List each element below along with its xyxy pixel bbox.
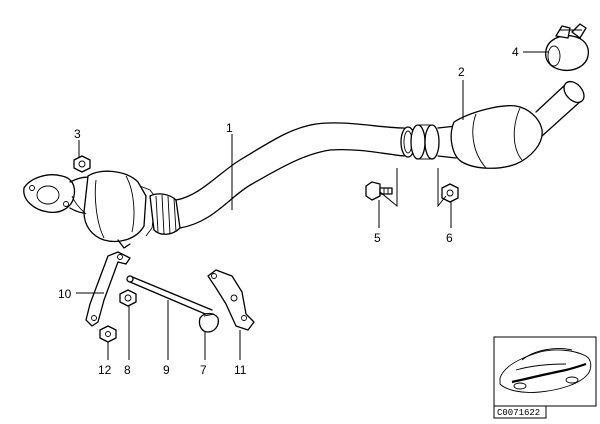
part-rear-converter[interactable] (437, 78, 588, 169)
callout-8: 8 (124, 363, 131, 377)
part-clamp-rings[interactable] (410, 124, 440, 160)
callout-labels: 1 2 3 4 5 6 7 8 9 10 11 12 (58, 45, 519, 377)
vehicle-thumbnail: C0071622 (493, 336, 597, 419)
part-clamp[interactable] (544, 23, 590, 72)
car-outline-icon (499, 348, 592, 393)
part-hanger-bracket[interactable] (85, 251, 131, 327)
callout-9: 9 (163, 363, 170, 377)
callout-11: 11 (234, 363, 247, 377)
reference-code: C0071622 (497, 408, 540, 418)
callout-12: 12 (98, 363, 112, 377)
part-front-pipe[interactable] (23, 122, 416, 249)
part-nut[interactable] (441, 183, 459, 203)
callout-10: 10 (58, 287, 72, 301)
part-bracket[interactable] (207, 269, 255, 331)
leader-lines (76, 51, 548, 360)
part-bolt[interactable] (365, 181, 393, 201)
callout-7: 7 (200, 363, 207, 377)
part-washer[interactable] (119, 289, 137, 307)
callout-2: 2 (458, 65, 465, 79)
part-bolt-small[interactable] (99, 325, 117, 343)
callout-5: 5 (374, 231, 381, 245)
callout-6: 6 (446, 231, 453, 245)
part-rubber-mount[interactable] (198, 312, 220, 333)
part-nut-flange[interactable] (73, 155, 91, 173)
callout-1: 1 (226, 121, 233, 135)
part-support-rod[interactable] (126, 275, 213, 317)
callout-4: 4 (512, 45, 519, 59)
callout-3: 3 (74, 127, 81, 141)
